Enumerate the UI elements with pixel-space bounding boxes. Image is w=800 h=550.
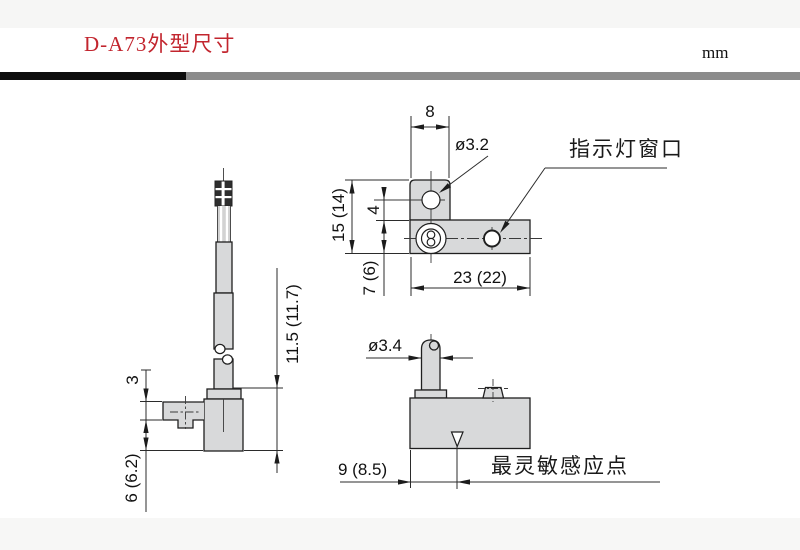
indicator-window-label: 指示灯窗口: [569, 137, 684, 161]
dim-text-arm-thickness: 3: [123, 375, 142, 385]
dim-8: [410, 116, 450, 178]
dim-text-tab-width: 8: [425, 102, 435, 121]
dim-text-lower-height: 6 (6.2): [122, 453, 141, 503]
side-view: [140, 168, 283, 512]
dim-text-body-width: 23 (22): [453, 268, 507, 287]
dim-4-and-7-6: [376, 187, 409, 296]
dim-text-body-height: 7 (6): [360, 260, 379, 296]
screw-slot-upper: [426, 230, 436, 240]
dim-text-total-height: 15 (14): [329, 188, 348, 242]
dim-23-22: [410, 257, 531, 296]
sensitive-point-marker: [450, 431, 464, 449]
dim-text-cable-diameter: ø3.4: [368, 336, 403, 355]
header-rule-black: [0, 72, 186, 80]
dim-text-sensitive-offset: 9 (8.5): [338, 460, 388, 479]
most-sensitive-point-label: 最灵敏感应点: [491, 454, 629, 478]
leader-hole-diameter: [439, 155, 489, 193]
leader-indicator-window: [500, 167, 667, 233]
cable-upper: [213, 292, 234, 350]
unit-label: mm: [702, 43, 729, 62]
top-strip: [0, 0, 800, 28]
cable-stub: [420, 339, 441, 391]
cable-stub-end: [428, 340, 440, 351]
front-view: [340, 334, 660, 489]
cable-break-mark: [221, 354, 234, 365]
cable-break-mark: [214, 343, 226, 355]
dim-cable-diameter: [366, 355, 473, 361]
top-view: [345, 116, 667, 296]
body-cap: [206, 388, 242, 400]
screw-slot-lower: [426, 237, 436, 247]
dim-text-hole-offset: 4: [364, 205, 383, 215]
cable-sleeve: [215, 241, 233, 294]
page-title: D-A73外型尺寸: [84, 32, 236, 56]
dim-sensitive-offset: [340, 446, 660, 489]
stub-base: [414, 389, 448, 399]
switch-body-front: [409, 397, 531, 450]
dim-text-cable-entry-height: 11.5 (11.7): [283, 284, 302, 364]
dim-15-14: [345, 179, 409, 254]
dim-text-hole-diameter: ø3.2: [455, 135, 490, 154]
dim-lines-side-left: [140, 369, 203, 512]
indicator-window-hole: [483, 229, 501, 248]
header-rule-gray: [186, 72, 800, 80]
mounting-hole: [421, 190, 441, 210]
dim-lines-side-right: [233, 268, 283, 473]
bottom-strip: [0, 518, 800, 550]
mounting-arm: [162, 401, 204, 429]
